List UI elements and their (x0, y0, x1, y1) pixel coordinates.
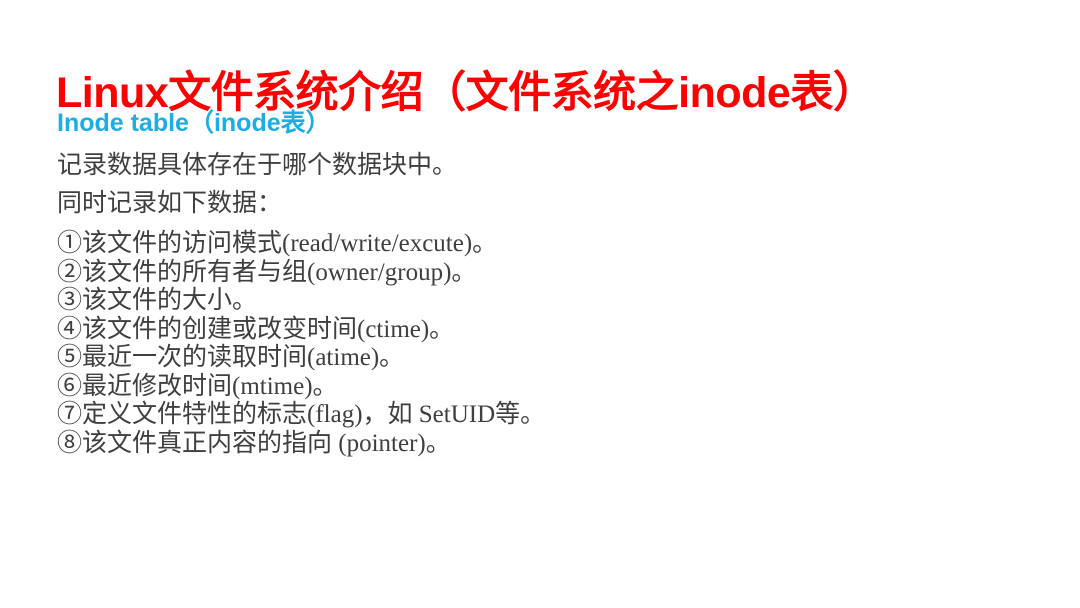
inode-attribute-list: ①该文件的访问模式(read/write/excute)。 ②该文件的所有者与组… (57, 230, 1017, 458)
section-heading-inode-table: Inode table（inode表） (57, 109, 331, 137)
body-paragraph-1: 记录数据具体存在于哪个数据块中。 (57, 152, 458, 179)
list-item: ⑥最近修改时间(mtime)。 (57, 372, 338, 400)
body-paragraph-2: 同时记录如下数据： (57, 190, 283, 217)
page-title: Linux文件系统介绍（文件系统之inode表） (56, 68, 876, 117)
list-item: ⑤最近一次的读取时间(atime)。 (57, 344, 405, 371)
list-item: ⑧该文件真正内容的指向 (pointer)。 (57, 429, 451, 457)
list-item: ③该文件的大小。 (57, 287, 258, 314)
list-item: ②该文件的所有者与组(owner/group)。 (57, 258, 477, 286)
list-item: ⑦定义文件特性的标志(flag)，如 SetUID等。 (57, 401, 546, 428)
list-item: ④该文件的创建或改变时间(ctime)。 (57, 315, 455, 343)
list-item: ①该文件的访问模式(read/write/excute)。 (57, 230, 498, 257)
slide-body: Inode table（inode表） 记录数据具体存在于哪个数据块中。 同时记… (57, 106, 1017, 458)
